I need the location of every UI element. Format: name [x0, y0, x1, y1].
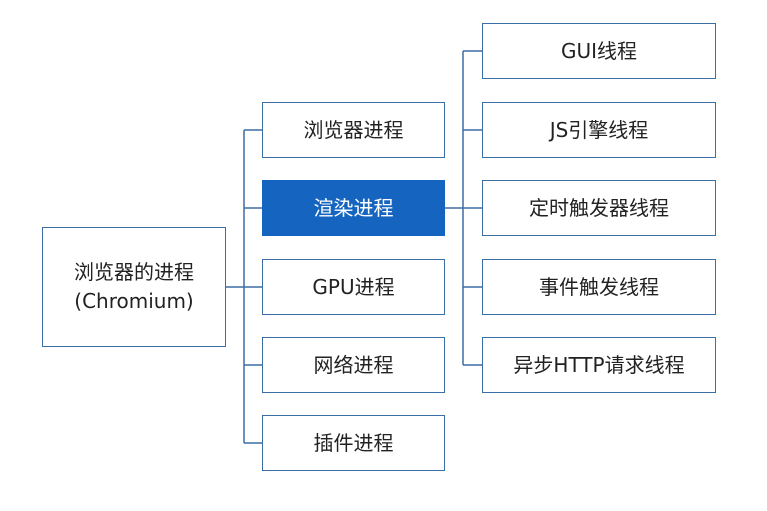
- process-label: GPU进程: [312, 274, 395, 299]
- root-subtitle: (Chromium): [74, 289, 194, 313]
- thread-js-engine: JS引擎线程: [482, 102, 716, 158]
- process-network: 网络进程: [262, 337, 445, 393]
- process-renderer: 渲染进程: [262, 180, 445, 236]
- root-node: 浏览器的进程 (Chromium): [42, 227, 226, 347]
- root-title: 浏览器的进程: [74, 260, 194, 284]
- thread-label: GUI线程: [560, 38, 638, 63]
- process-label: 网络进程: [313, 352, 394, 377]
- thread-label: JS引擎线程: [549, 117, 649, 142]
- process-label: 插件进程: [313, 430, 394, 455]
- thread-gui: GUI线程: [482, 23, 716, 79]
- process-gpu: GPU进程: [262, 259, 445, 315]
- process-browser: 浏览器进程: [262, 102, 445, 158]
- thread-label: 事件触发线程: [539, 274, 659, 299]
- thread-timer-trigger: 定时触发器线程: [482, 180, 716, 236]
- thread-event-trigger: 事件触发线程: [482, 259, 716, 315]
- process-plugin: 插件进程: [262, 415, 445, 471]
- process-label: 渲染进程: [313, 195, 394, 220]
- thread-label: 异步HTTP请求线程: [513, 352, 685, 377]
- thread-async-http: 异步HTTP请求线程: [482, 337, 716, 393]
- thread-label: 定时触发器线程: [529, 195, 669, 220]
- process-label: 浏览器进程: [303, 117, 404, 142]
